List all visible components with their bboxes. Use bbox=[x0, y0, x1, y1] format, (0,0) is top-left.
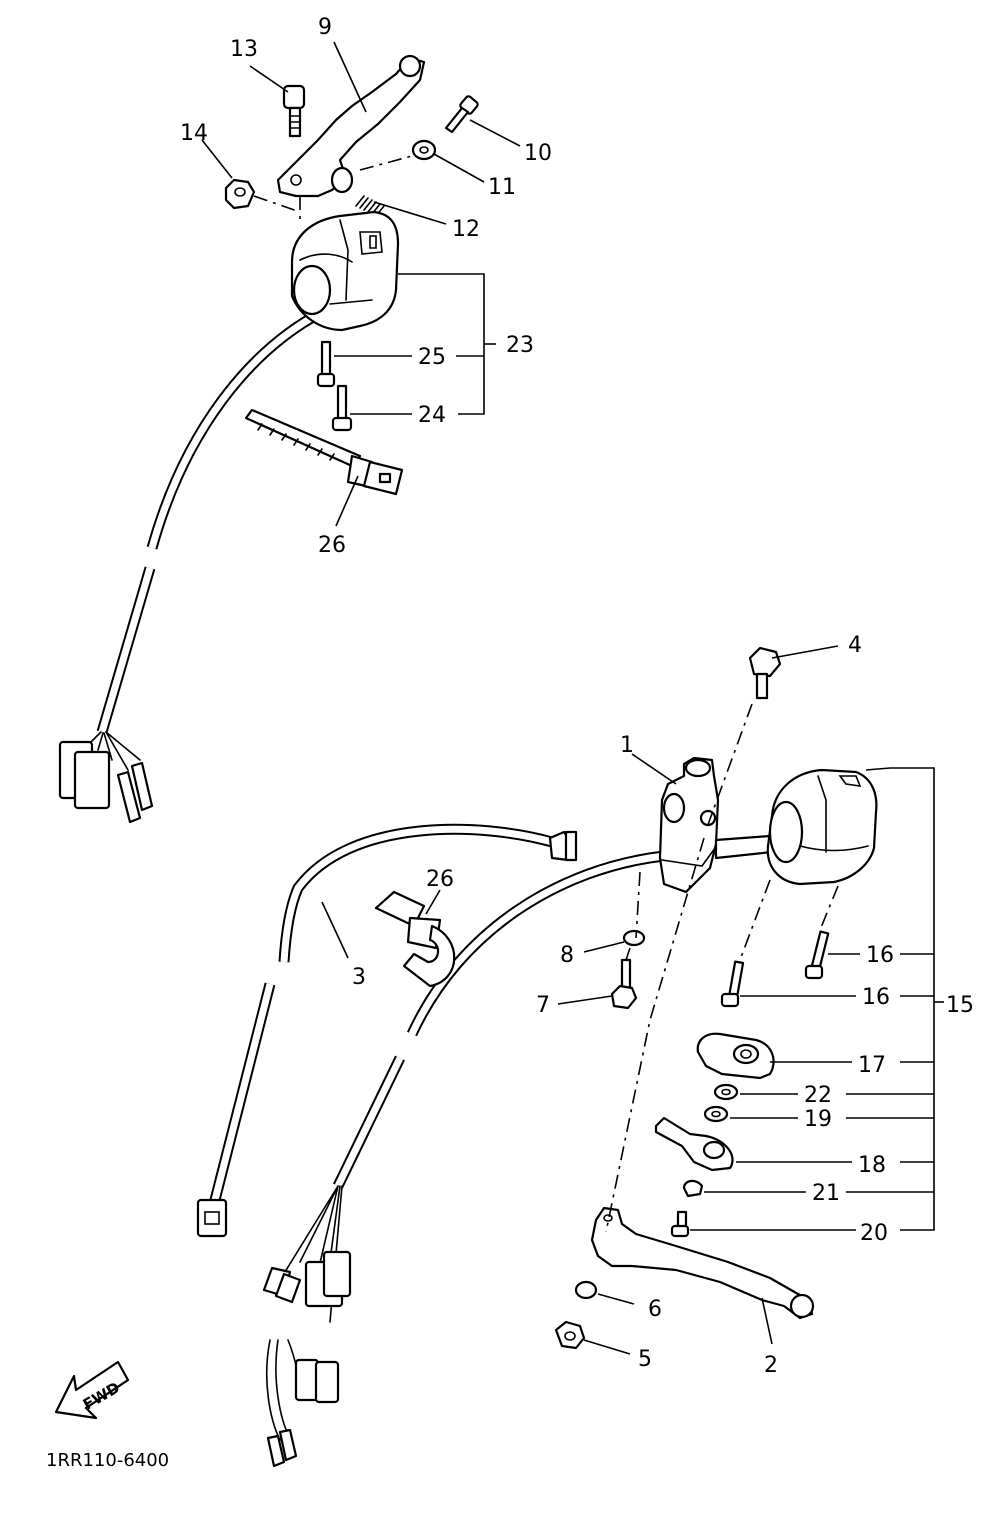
bolt-4 bbox=[748, 646, 782, 700]
callout-23: 23 bbox=[506, 333, 534, 358]
right-handlebar-switch-15 bbox=[766, 768, 878, 886]
washer-22 bbox=[713, 1083, 739, 1101]
washer-19 bbox=[703, 1105, 729, 1123]
callout-15: 15 bbox=[946, 993, 974, 1018]
right-switch-cable bbox=[279, 850, 665, 1323]
callout-24: 24 bbox=[418, 403, 446, 428]
cable-tie-26-upper bbox=[244, 408, 404, 496]
left-handlebar-switch-23 bbox=[290, 210, 400, 332]
callout-11: 11 bbox=[488, 175, 516, 200]
diagram-code: 1RR110-6400 bbox=[46, 1450, 169, 1471]
callout-20: 20 bbox=[860, 1221, 888, 1246]
callout-3: 3 bbox=[352, 965, 366, 990]
left-switch-cable bbox=[87, 307, 325, 771]
screw-16-b bbox=[720, 960, 745, 1008]
screw-25 bbox=[316, 340, 336, 388]
bolt-13 bbox=[282, 84, 306, 138]
callout-2: 2 bbox=[764, 1353, 778, 1378]
right-switch-connectors bbox=[262, 1250, 352, 1468]
cable-3 bbox=[196, 823, 578, 1238]
fwd-direction-arrow: FWD bbox=[54, 1360, 130, 1420]
lever-holder-1 bbox=[658, 756, 720, 894]
callout-9: 9 bbox=[318, 15, 332, 40]
callout-22: 22 bbox=[804, 1083, 832, 1108]
callout-1: 1 bbox=[620, 733, 634, 758]
callout-4: 4 bbox=[848, 633, 862, 658]
callout-26-upper: 26 bbox=[318, 533, 346, 558]
callout-17: 17 bbox=[858, 1053, 886, 1078]
callout-5: 5 bbox=[638, 1347, 652, 1372]
handlebar-stub bbox=[714, 834, 774, 860]
callout-13: 13 bbox=[230, 37, 258, 62]
lever-9 bbox=[276, 54, 426, 198]
screw-10 bbox=[444, 95, 479, 134]
washer-8 bbox=[622, 929, 646, 947]
leader-lines-upper bbox=[201, 41, 521, 527]
spring-12 bbox=[355, 195, 385, 217]
bolt-7 bbox=[610, 958, 638, 1010]
callout-18: 18 bbox=[858, 1153, 886, 1178]
choke-lever-17 bbox=[696, 1032, 775, 1080]
callout-19: 19 bbox=[804, 1107, 832, 1132]
cable-tie-26-lower bbox=[374, 890, 456, 988]
nut-5 bbox=[554, 1320, 586, 1350]
choke-lever-18 bbox=[654, 1116, 734, 1172]
callout-8: 8 bbox=[560, 943, 574, 968]
callout-25: 25 bbox=[418, 345, 446, 370]
screw-20 bbox=[670, 1210, 690, 1238]
callout-10: 10 bbox=[524, 141, 552, 166]
leader-lines-lower bbox=[321, 645, 944, 1355]
callout-21: 21 bbox=[812, 1181, 840, 1206]
pivot-6 bbox=[574, 1280, 598, 1300]
screw-16-a bbox=[804, 930, 830, 980]
callout-14: 14 bbox=[180, 121, 208, 146]
callout-12: 12 bbox=[452, 217, 480, 242]
callout-7: 7 bbox=[536, 993, 550, 1018]
nut-14 bbox=[224, 178, 256, 210]
clip-21 bbox=[682, 1179, 704, 1198]
callout-16-a: 16 bbox=[866, 943, 894, 968]
left-switch-connector bbox=[58, 740, 154, 824]
callout-6: 6 bbox=[648, 1297, 662, 1322]
lever-2 bbox=[590, 1206, 815, 1320]
nut-11 bbox=[411, 139, 437, 161]
callout-labels: 13 9 10 11 14 12 23 25 24 26 4 1 26 3 8 … bbox=[180, 15, 974, 1378]
callout-26-lower: 26 bbox=[426, 867, 454, 892]
callout-16-b: 16 bbox=[862, 985, 890, 1010]
screw-24 bbox=[331, 384, 353, 432]
